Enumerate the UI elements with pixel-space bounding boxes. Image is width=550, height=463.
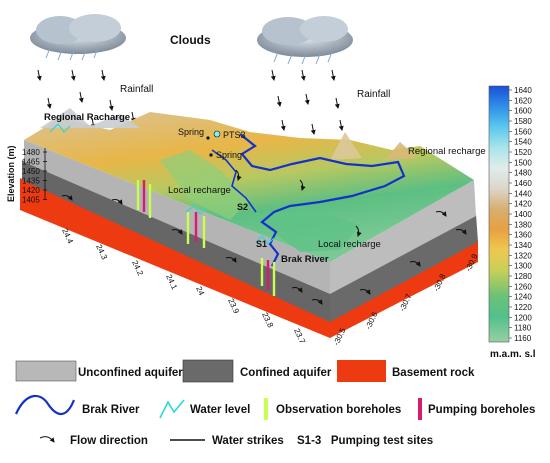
colorbar-tick-label: 1180 — [514, 324, 532, 333]
colorbar — [488, 85, 510, 343]
s1-label: S1 — [256, 239, 267, 249]
water-level-lines — [49, 123, 275, 245]
s2-label: S2 — [237, 202, 248, 212]
latitude-tick-label: 23.7 — [292, 327, 307, 345]
latitude-tick-label: 24.2 — [130, 259, 145, 277]
colorbar-tick-label: 1360 — [514, 231, 532, 240]
boreholes — [136, 180, 276, 296]
elevation-axis-label: Elevation (m) — [6, 145, 16, 202]
colorbar-tick-label: 1220 — [514, 303, 532, 312]
brak-river-label: Brak River — [281, 254, 329, 265]
legend-basement-label: Basement rock — [392, 367, 475, 379]
latitude-tick-label: 24 — [194, 285, 206, 297]
legend-pump-borehole-label: Pumping boreholes — [428, 404, 535, 416]
legend-obs-borehole-label: Observation boreholes — [276, 404, 401, 416]
elevation-tick-label: 1450 — [22, 167, 40, 176]
colorbar-tick-label: 1620 — [514, 96, 532, 105]
pts3-marker — [213, 130, 221, 138]
colorbar-tick-label: 1540 — [514, 138, 532, 147]
colorbar-unit-label: m.a.m. s.l — [490, 349, 536, 360]
colorbar-tick-label: 1300 — [514, 262, 532, 271]
colorbar-tick-label: 1580 — [514, 117, 532, 126]
legend-unconfined-label: Unconfined aquifer — [78, 367, 183, 379]
cloud-right-icon — [257, 16, 353, 65]
colorbar-tick-label: 1600 — [514, 107, 532, 116]
colorbar-tick-label: 1440 — [514, 189, 532, 198]
latitude-tick-label: 24.1 — [164, 273, 179, 291]
river-branch-line — [211, 149, 257, 213]
rainfall-label-left: Rainfall — [120, 84, 153, 95]
elevation-tick-label: 1420 — [22, 186, 40, 195]
legend-water-level-icon — [159, 399, 185, 419]
elevation-tick-label: 1435 — [22, 177, 40, 186]
colorbar-tick-label: 1460 — [514, 179, 532, 188]
clouds-label: Clouds — [170, 33, 211, 47]
colorbar-tick-label: 1520 — [514, 148, 532, 157]
elevation-tick-label: 1465 — [22, 158, 40, 167]
colorbar-tick-label: 1380 — [514, 220, 532, 229]
spring-label-1: Spring — [178, 127, 204, 137]
elevation-tick-label: 1480 — [22, 148, 40, 157]
legend-river-icon — [14, 394, 76, 416]
regional-recharge-left-label: Regional Racharge — [44, 112, 130, 123]
legend-confined-label: Confined aquifer — [240, 367, 332, 379]
colorbar-tick-label: 1560 — [514, 127, 532, 136]
colorbar-tick-label: 1280 — [514, 272, 532, 281]
spring-1-marker — [206, 136, 210, 140]
local-recharge-left-label: Local recharge — [168, 185, 231, 196]
colorbar-tick-label: 1500 — [514, 158, 532, 167]
legend-basement-swatch — [337, 360, 386, 382]
legend: Unconfined aquifer Confined aquifer Base… — [14, 359, 535, 447]
colorbar-tick-label: 1480 — [514, 169, 532, 178]
colorbar-tick-label: 1260 — [514, 282, 532, 291]
flow-direction-arrows — [61, 169, 467, 305]
colorbar-tick-label: 1640 — [514, 86, 532, 95]
legend-obs-borehole-icon — [264, 398, 268, 420]
spring-label-2: Spring — [216, 150, 242, 160]
cloud-left-icon — [30, 14, 126, 61]
pts3-label: PTS3 — [223, 130, 246, 140]
legend-unconfined-swatch — [15, 360, 77, 382]
legend-test-sites-label: S1-3 Pumping test sites — [297, 435, 433, 447]
block-layers — [20, 108, 478, 338]
rainfall-label-right: Rainfall — [357, 89, 390, 100]
regional-recharge-right-label: Regional recharge — [408, 146, 486, 157]
legend-river-label: Brak River — [82, 404, 140, 416]
colorbar-tick-label: 1320 — [514, 251, 532, 260]
legend-flow-direction-label: Flow direction — [70, 435, 148, 447]
colorbar-tick-label: 1340 — [514, 241, 532, 250]
elevation-tick-label: 1405 — [22, 196, 40, 205]
colorbar-tick-label: 1240 — [514, 293, 532, 302]
brak-river-line — [239, 133, 406, 267]
colorbar-tick-label: 1160 — [514, 334, 532, 343]
legend-pump-borehole-icon — [418, 398, 422, 420]
spring-2-marker — [209, 153, 213, 157]
legend-confined-swatch — [182, 359, 234, 383]
colorbar-tick-label: 1200 — [514, 313, 532, 322]
legend-water-level-label: Water level — [190, 404, 250, 416]
legend-flow-direction-icon — [39, 436, 55, 443]
legend-water-strikes-label: Water strikes — [212, 435, 284, 447]
colorbar-tick-label: 1420 — [514, 200, 532, 209]
colorbar-tick-label: 1400 — [514, 210, 532, 219]
local-recharge-center-label: Local recharge — [318, 239, 381, 250]
